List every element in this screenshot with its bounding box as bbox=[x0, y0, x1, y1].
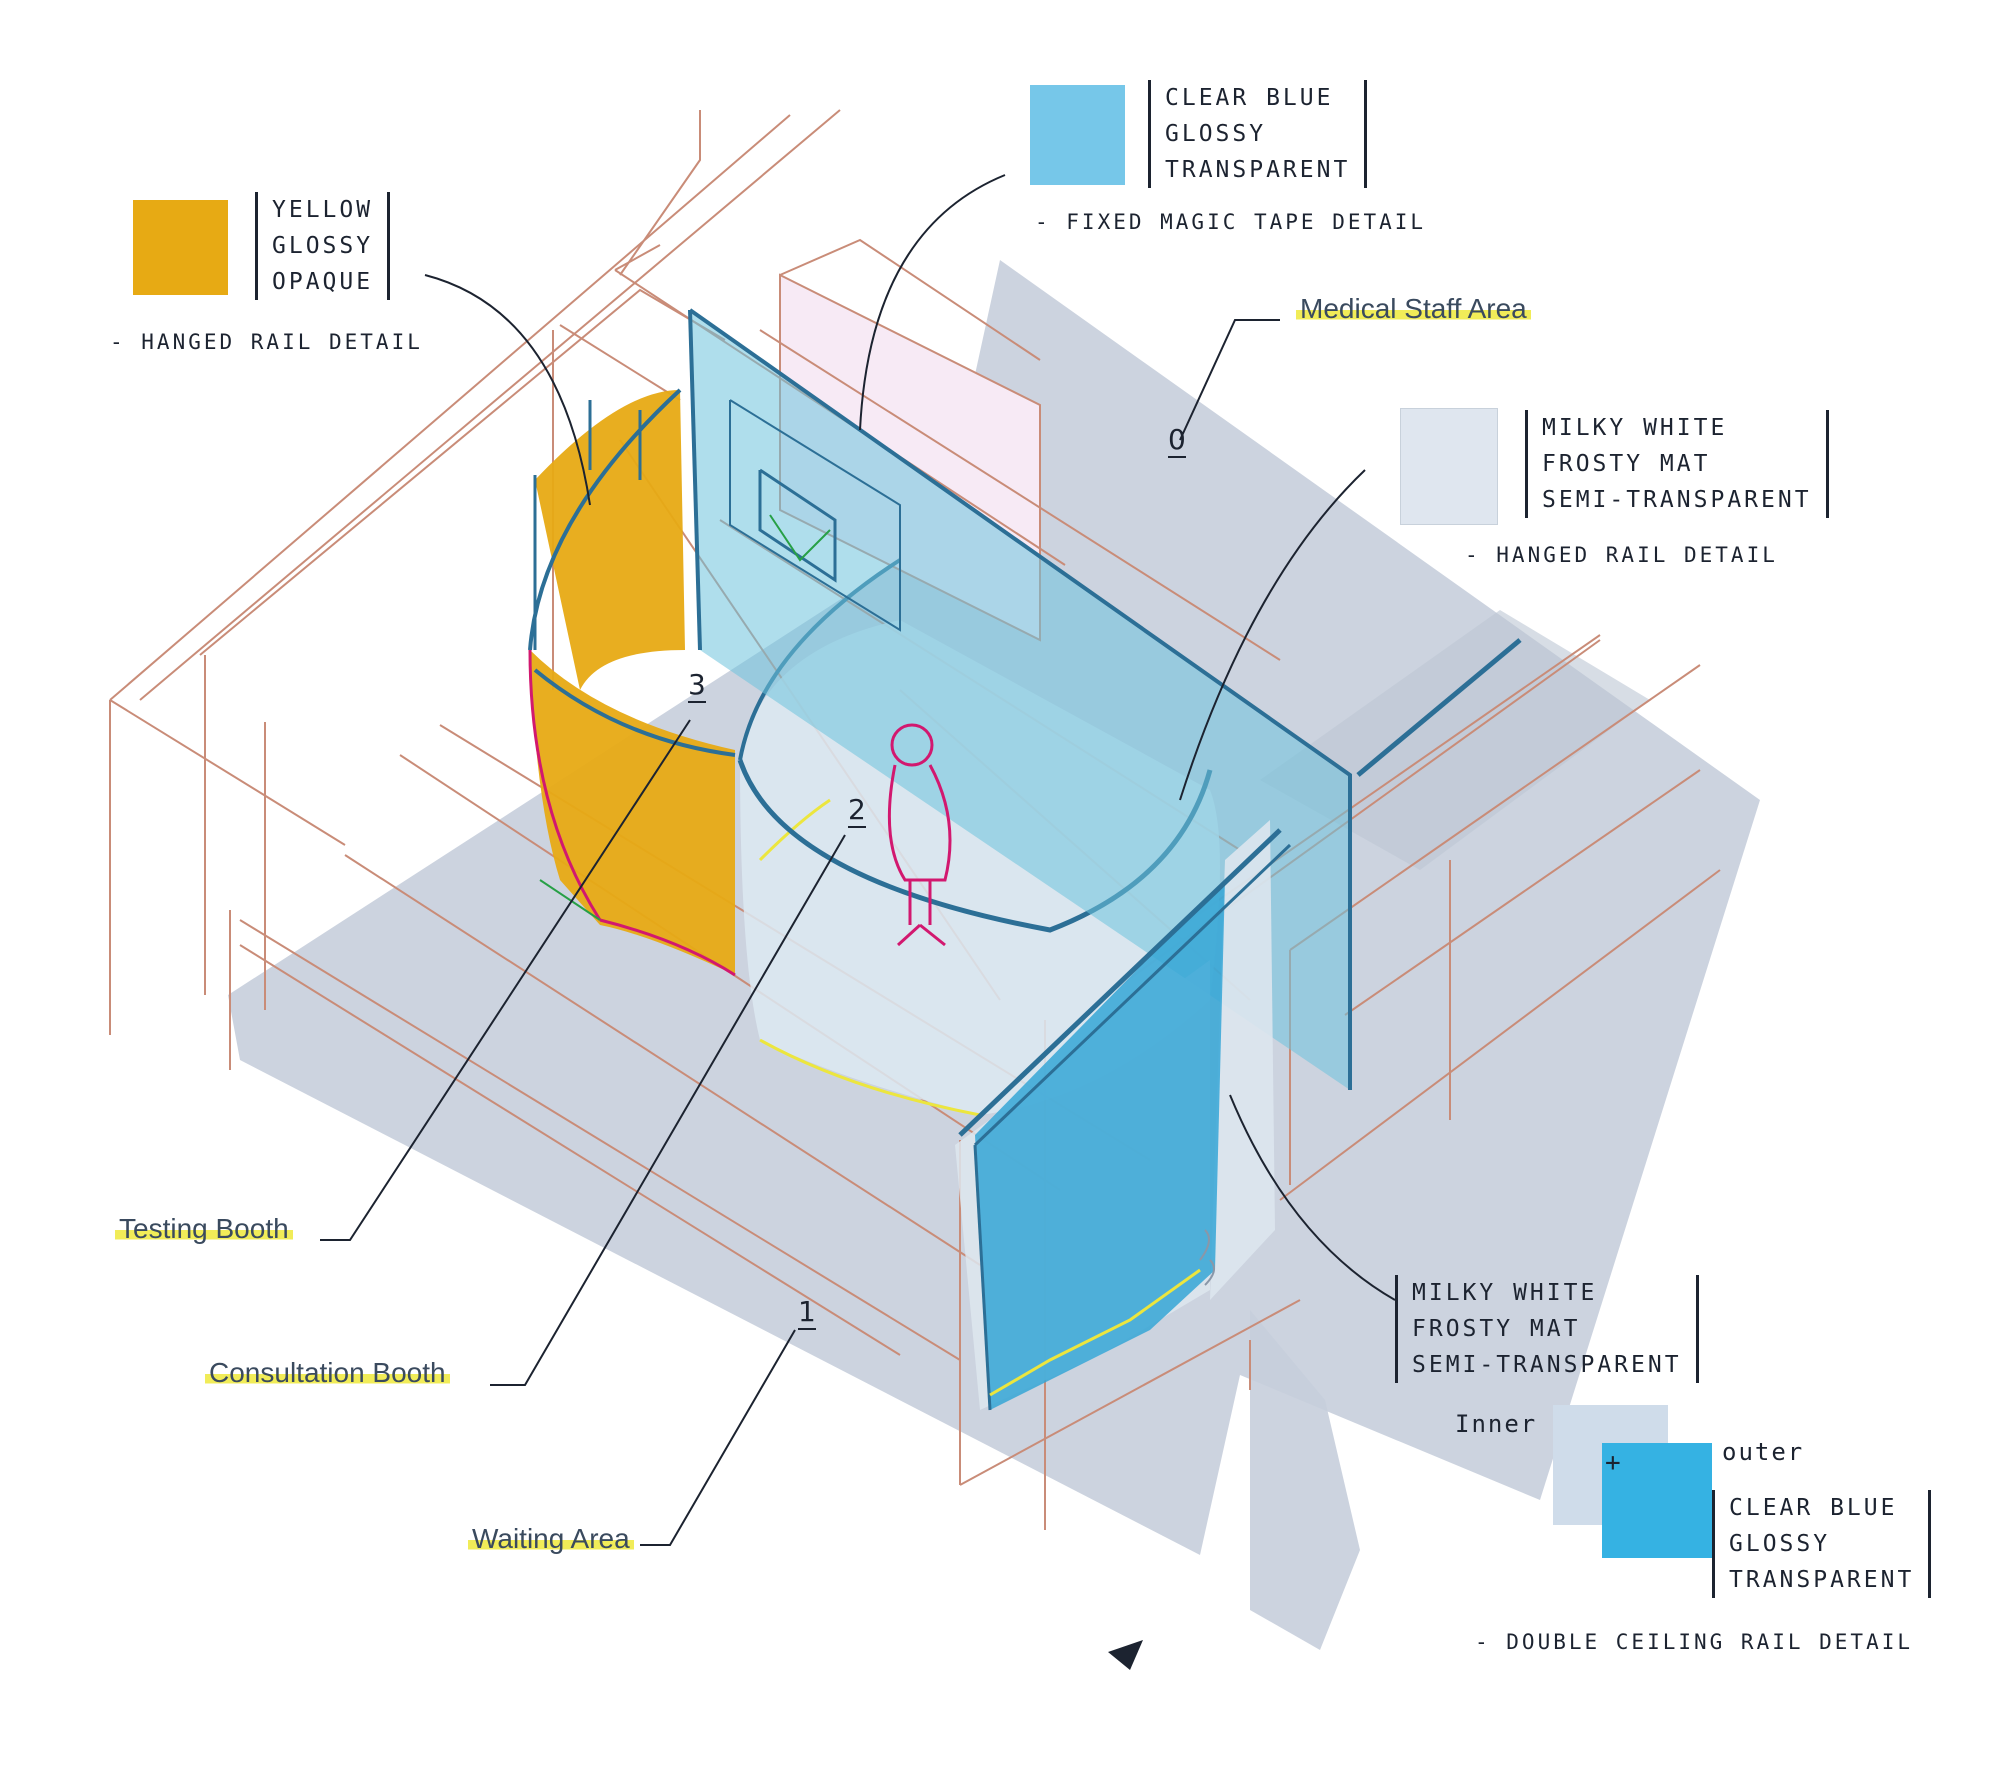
spec-milky-white-bottom: MILKY WHITE FROSTY MAT SEMI-TRANSPARENT bbox=[1395, 1275, 1699, 1383]
area-number-2: 2 bbox=[848, 793, 866, 828]
spec-milky-white-bottom-line-1: MILKY WHITE bbox=[1412, 1280, 1598, 1306]
north-arrow-icon bbox=[1108, 1640, 1143, 1670]
label-waiting-area-text: Waiting Area bbox=[468, 1523, 634, 1554]
detail-double-curtain: - DOUBLE CEILING RAIL DETAIL bbox=[1475, 1630, 1914, 1654]
label-waiting-area: Waiting Area bbox=[468, 1523, 634, 1555]
spec-double-line-1: CLEAR BLUE bbox=[1729, 1495, 1898, 1521]
plus-sign: + bbox=[1605, 1448, 1623, 1478]
spec-clear-blue-top-line-1: CLEAR BLUE bbox=[1165, 85, 1334, 111]
label-medical-staff-area: Medical Staff Area bbox=[1296, 293, 1531, 325]
person-figure bbox=[887, 723, 952, 947]
spec-yellow-line-1: YELLOW bbox=[272, 197, 374, 223]
detail-milky-white-top: - HANGED RAIL DETAIL bbox=[1465, 543, 1778, 567]
label-medical-staff-area-text: Medical Staff Area bbox=[1296, 293, 1531, 324]
clear-blue-panel bbox=[688, 308, 1352, 1090]
spec-milky-white-bottom-line-3: SEMI-TRANSPARENT bbox=[1412, 1352, 1682, 1378]
area-number-1: 1 bbox=[798, 1295, 816, 1330]
spec-milky-white-top: MILKY WHITE FROSTY MAT SEMI-TRANSPARENT bbox=[1525, 410, 1829, 518]
double-curtain bbox=[955, 820, 1292, 1411]
swatch-milky-white-top bbox=[1400, 408, 1498, 525]
spec-yellow: YELLOW GLOSSY OPAQUE bbox=[255, 192, 391, 300]
ceiling-rail bbox=[1356, 638, 1522, 777]
area-number-3: 3 bbox=[688, 668, 706, 703]
swatch-clear-blue-top bbox=[1030, 85, 1125, 185]
spec-double-line-2: GLOSSY bbox=[1729, 1531, 1831, 1557]
label-consultation-booth-text: Consultation Booth bbox=[205, 1357, 450, 1388]
area-number-0: 0 bbox=[1168, 423, 1186, 458]
spec-yellow-line-2: GLOSSY bbox=[272, 233, 374, 259]
spec-double-line-3: TRANSPARENT bbox=[1729, 1567, 1915, 1593]
spec-milky-white-bottom-line-2: FROSTY MAT bbox=[1412, 1316, 1581, 1342]
swatch-yellow bbox=[133, 200, 228, 295]
spec-milky-white-top-line-3: SEMI-TRANSPARENT bbox=[1542, 487, 1812, 513]
spec-milky-white-top-line-1: MILKY WHITE bbox=[1542, 415, 1728, 441]
label-inner: Inner bbox=[1455, 1410, 1538, 1438]
label-outer: outer bbox=[1722, 1438, 1805, 1466]
detail-yellow: - HANGED RAIL DETAIL bbox=[110, 330, 423, 354]
swatch-double-outer bbox=[1602, 1443, 1712, 1558]
spec-milky-white-top-line-2: FROSTY MAT bbox=[1542, 451, 1711, 477]
spec-double-curtain: CLEAR BLUE GLOSSY TRANSPARENT bbox=[1712, 1490, 1932, 1598]
label-testing-booth: Testing Booth bbox=[115, 1213, 293, 1245]
leader-lines bbox=[320, 174, 1396, 1546]
spec-clear-blue-top-line-3: TRANSPARENT bbox=[1165, 157, 1351, 183]
spec-yellow-line-3: OPAQUE bbox=[272, 269, 374, 295]
spec-clear-blue-top-line-2: GLOSSY bbox=[1165, 121, 1267, 147]
yellow-curtain-testing-booth bbox=[528, 388, 736, 977]
spec-clear-blue-top: CLEAR BLUE GLOSSY TRANSPARENT bbox=[1148, 80, 1368, 188]
detail-clear-blue-top: - FIXED MAGIC TAPE DETAIL bbox=[1035, 210, 1427, 234]
label-consultation-booth: Consultation Booth bbox=[205, 1357, 450, 1389]
label-testing-booth-text: Testing Booth bbox=[115, 1213, 293, 1244]
